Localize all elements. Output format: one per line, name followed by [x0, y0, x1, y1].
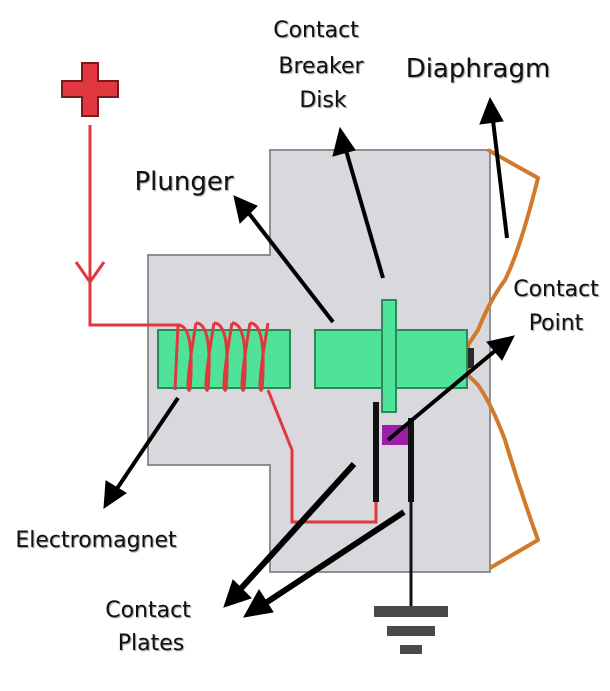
arrow-plunger [242, 205, 335, 324]
arrow-diaphragm [490, 111, 509, 239]
label-contact-point-2: Point [529, 311, 584, 336]
label-diaphragm: Diaphragm [406, 54, 551, 84]
supply-wire [88, 125, 180, 327]
arrowhead-contact-point [486, 335, 515, 361]
arrowhead-contact-breaker-disk [332, 126, 356, 157]
arrow-contact-breaker-disk [341, 139, 385, 279]
label-arrows [103, 96, 515, 618]
label-contact-breaker-disk-2: Breaker [278, 54, 364, 79]
label-contact-breaker-disk-1: Contact [273, 18, 359, 43]
label-contact-point-1: Contact [513, 277, 599, 302]
electromagnet-coil [173, 321, 270, 392]
label-electromagnet: Electromagnet [15, 528, 177, 553]
arrowhead-plunger [233, 195, 258, 224]
wire-arrowhead [74, 261, 106, 285]
arrow-contact-plates-a [233, 461, 357, 597]
arrowhead-contact-plates-b [243, 589, 274, 618]
arrow-electromagnet [110, 396, 180, 498]
contact-breaker-disk-shape [381, 299, 397, 413]
ground-icon [374, 606, 448, 654]
label-plunger: Plunger [134, 167, 233, 197]
diaphragm-contact-tip [464, 348, 474, 368]
arrow-contact-plates-b [256, 509, 406, 611]
arrowhead-contact-plates-a [223, 579, 252, 608]
label-contact-plates-1: Contact [105, 598, 191, 623]
return-wire [266, 389, 378, 524]
label-contact-plates-2: Plates [118, 631, 184, 656]
arrowhead-electromagnet [103, 480, 127, 509]
plus-icon [61, 62, 119, 117]
arrowhead-diaphragm [479, 96, 504, 125]
arrow-contact-point [386, 343, 504, 442]
label-contact-breaker-disk-3: Disk [299, 88, 347, 113]
